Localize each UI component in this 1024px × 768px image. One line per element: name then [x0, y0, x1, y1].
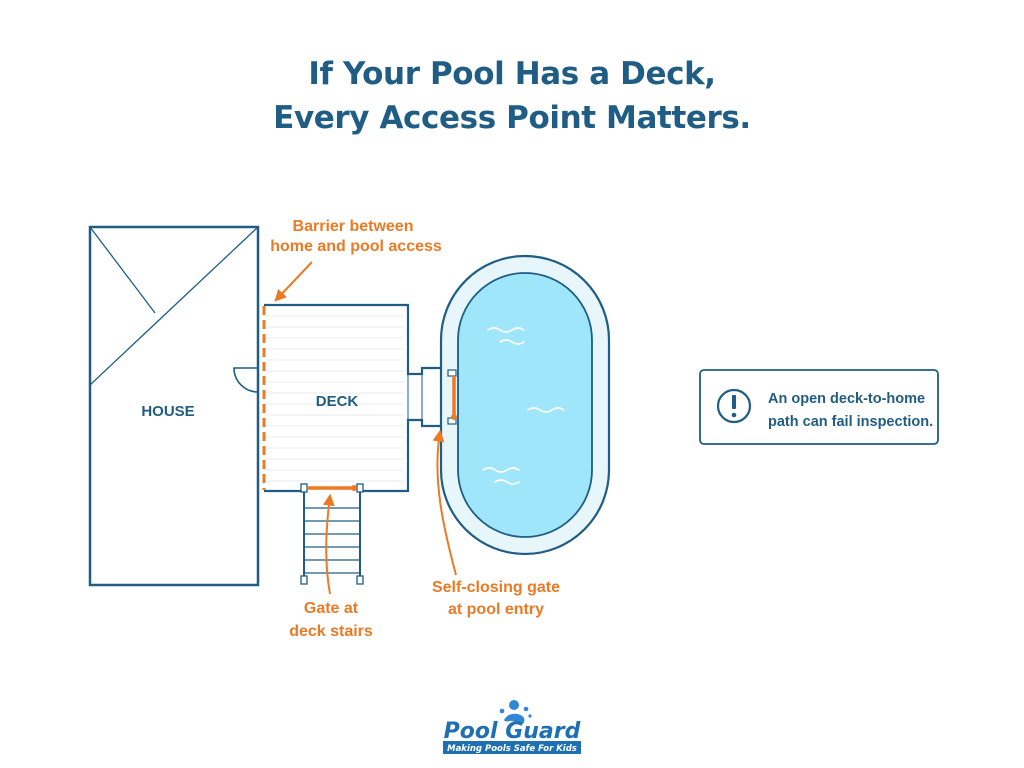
callout-barrier-line-1: Barrier between — [293, 218, 414, 235]
deck-planks — [264, 315, 404, 482]
callout-stairs-gate-line-2: deck stairs — [289, 623, 373, 640]
house: HOUSE — [88, 225, 260, 587]
logo-name: Pool Guard — [444, 719, 581, 744]
pool — [439, 254, 611, 556]
callout-pool-gate-line-1: Self-closing gate — [432, 579, 560, 596]
callout-pool-gate: Self-closing gate at pool entry — [432, 429, 560, 618]
deck: DECK — [262, 303, 450, 493]
deck-label: DECK — [316, 393, 359, 410]
house-door — [233, 367, 259, 393]
callout-pool-gate-line-2: at pool entry — [448, 601, 544, 618]
callout-stairs-gate-line-1: Gate at — [304, 600, 359, 617]
exclamation-icon — [716, 388, 752, 424]
water-ripples — [482, 327, 565, 485]
deck-stairs — [300, 483, 364, 585]
title-line-2: Every Access Point Matters. — [273, 100, 751, 136]
callout-barrier: Barrier between home and pool access — [270, 218, 442, 302]
house-label: HOUSE — [141, 403, 194, 420]
notice-line-1: An open deck-to-home — [768, 391, 925, 407]
inspection-notice: An open deck-to-home path can fail inspe… — [699, 369, 939, 445]
callout-stairs-gate: Gate at deck stairs — [289, 493, 373, 640]
title-line-1: If Your Pool Has a Deck, — [308, 56, 716, 92]
page-title: If Your Pool Has a Deck, Every Access Po… — [0, 52, 1024, 140]
logo-tagline: Making Pools Safe For Kids — [447, 744, 577, 754]
pool-guard-logo: Pool Guard Making Pools Safe For Kids — [443, 700, 581, 754]
splash-figure-icon — [499, 700, 532, 725]
notice-line-2: path can fail inspection. — [768, 414, 933, 430]
callout-barrier-line-2: home and pool access — [270, 238, 442, 255]
